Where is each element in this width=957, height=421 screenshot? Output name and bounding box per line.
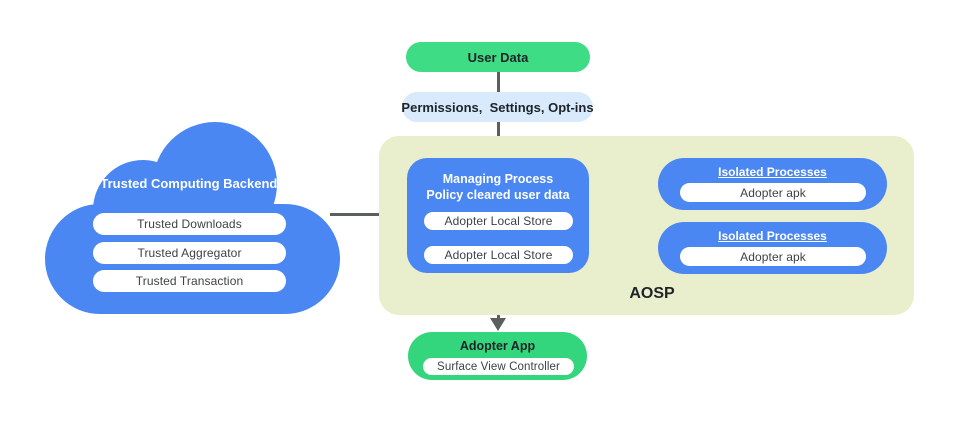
cloud-item-label: Trusted Aggregator xyxy=(137,246,242,260)
node-permissions-settings-optins: Permissions, Settings, Opt-ins xyxy=(401,92,594,122)
cloud-item-trusted-downloads: Trusted Downloads xyxy=(93,213,286,235)
node-managing-process: Managing Process Policy cleared user dat… xyxy=(407,158,589,273)
user-data-label: User Data xyxy=(467,49,529,65)
managing-item-adopter-local-store-2: Adopter Local Store xyxy=(424,246,573,264)
adopter-apk-label: Adopter apk xyxy=(740,185,806,200)
adopter-local-store-label: Adopter Local Store xyxy=(444,214,553,228)
managing-process-title: Managing Process Policy cleared user dat… xyxy=(407,171,589,203)
cloud-item-trusted-aggregator: Trusted Aggregator xyxy=(93,242,286,264)
isolated-item-adopter-apk-2: Adopter apk xyxy=(680,247,866,266)
adopter-app-item-surface-view-controller: Surface View Controller xyxy=(423,358,574,375)
cloud-item-label: Trusted Downloads xyxy=(137,217,242,231)
node-isolated-processes-1: Isolated Processes Adopter apk xyxy=(658,158,887,210)
node-user-data: User Data xyxy=(406,42,590,72)
surface-view-controller-label: Surface View Controller xyxy=(437,360,560,373)
node-adopter-app: Adopter App Surface View Controller xyxy=(408,332,587,380)
adopter-app-title: Adopter App xyxy=(459,339,536,353)
node-isolated-processes-2: Isolated Processes Adopter apk xyxy=(658,222,887,274)
arrow-down-icon xyxy=(490,318,506,331)
cloud-item-label: Trusted Transaction xyxy=(135,274,244,288)
adopter-apk-label: Adopter apk xyxy=(740,249,806,264)
node-trusted-computing-backends: Trusted Computing Backends Trusted Downl… xyxy=(45,118,340,314)
adopter-local-store-label: Adopter Local Store xyxy=(444,248,553,262)
isolated-processes-title: Isolated Processes xyxy=(718,229,827,243)
permissions-label: Permissions, Settings, Opt-ins xyxy=(401,99,594,115)
cloud-title: Trusted Computing Backends xyxy=(100,176,285,191)
isolated-item-adopter-apk-1: Adopter apk xyxy=(680,183,866,202)
managing-title-line1: Managing Process xyxy=(442,172,554,186)
managing-item-adopter-local-store-1: Adopter Local Store xyxy=(424,212,573,230)
connector-cloud-managing xyxy=(330,213,407,216)
cloud-item-trusted-transaction: Trusted Transaction xyxy=(93,270,286,292)
connector-userdata-permissions xyxy=(497,72,500,92)
managing-title-line2: Policy cleared user data xyxy=(426,188,570,202)
aosp-label: AOSP xyxy=(629,285,675,302)
isolated-processes-title: Isolated Processes xyxy=(718,165,827,179)
